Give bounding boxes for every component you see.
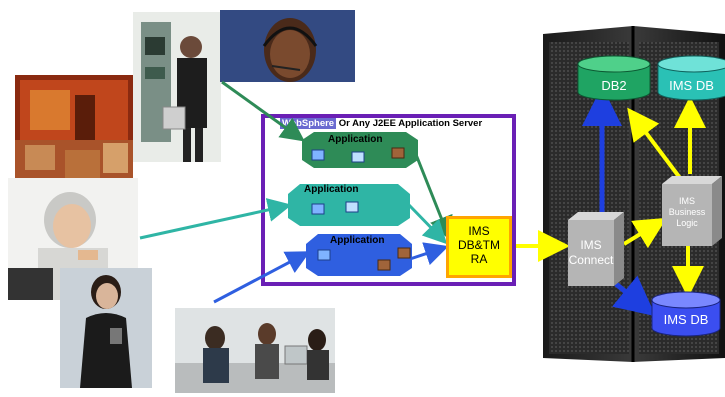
logic-to-db2-arrow bbox=[627, 107, 682, 180]
application-1-shape[interactable] bbox=[302, 132, 418, 168]
atm-photo bbox=[133, 12, 221, 162]
ims-business-logic-box bbox=[662, 176, 722, 246]
customer-to-app2-arrow bbox=[139, 198, 292, 240]
ims-ra-box[interactable]: IMS DB&TM RA bbox=[446, 216, 512, 278]
app3-to-ra-arrow bbox=[406, 242, 449, 266]
bean-icon bbox=[377, 259, 391, 271]
bean-icon bbox=[317, 249, 331, 261]
ims-ra-line1: IMS bbox=[468, 224, 490, 238]
ims-logic-line2: Business bbox=[668, 207, 706, 217]
ims-connect-box bbox=[568, 212, 624, 286]
ims-logic-line1: IMS bbox=[678, 196, 695, 206]
app2-to-ra-arrow bbox=[407, 203, 448, 245]
websphere-brand: WebSphere bbox=[280, 118, 337, 129]
app1-to-ra-arrow bbox=[413, 151, 453, 241]
application-3-label: Application bbox=[330, 235, 385, 246]
ims-connect-label: IMS Connect bbox=[566, 238, 616, 268]
warehouse-photo bbox=[15, 75, 133, 180]
ims-db-bottom-database bbox=[651, 291, 721, 337]
ims-db-top-database bbox=[657, 55, 725, 101]
application-2-label: Application bbox=[304, 184, 359, 195]
ims-connect-line2: Connect bbox=[568, 253, 614, 267]
app-server-title-rest: Or Any J2EE Application Server bbox=[338, 118, 483, 129]
call-center-agent-photo bbox=[220, 10, 355, 82]
bean-icon bbox=[311, 149, 325, 161]
application-1-label: Application bbox=[328, 134, 383, 145]
app-server-frame bbox=[261, 114, 516, 286]
app-server-title: WebSphere Or Any J2EE Application Server bbox=[280, 118, 482, 129]
connect-to-imsdb-arrow bbox=[612, 275, 656, 317]
ims-db-top-label: IMS DB bbox=[669, 78, 714, 93]
ims-ra-line2: DB&TM bbox=[458, 238, 500, 252]
bean-icon bbox=[311, 203, 325, 215]
branch-office-photo bbox=[175, 308, 335, 393]
db2-database bbox=[577, 55, 651, 101]
bean-icon bbox=[397, 247, 411, 259]
branch-to-app3-arrow bbox=[213, 251, 311, 304]
db2-label: DB2 bbox=[601, 78, 627, 93]
connect-to-logic-arrow bbox=[622, 217, 667, 249]
ims-db-bottom-label: IMS DB bbox=[663, 312, 709, 327]
mobile-user-photo bbox=[60, 268, 152, 388]
ims-ra-line3: RA bbox=[470, 252, 488, 266]
bean-icon bbox=[345, 201, 359, 213]
ims-business-logic-label: IMS Business Logic bbox=[662, 196, 712, 229]
atm-to-app1-arrow bbox=[221, 80, 305, 142]
ims-connect-line1: IMS bbox=[580, 238, 602, 252]
bean-icon bbox=[351, 151, 365, 163]
ims-logic-line3: Logic bbox=[676, 218, 698, 228]
bean-icon bbox=[391, 147, 405, 159]
